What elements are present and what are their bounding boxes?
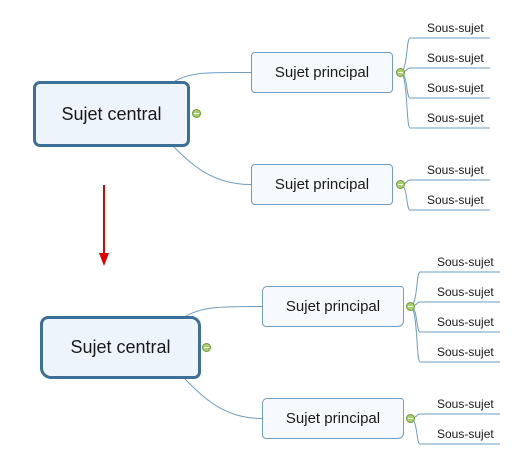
central-topic[interactable]: Sujet central [40, 316, 201, 379]
connector-line [409, 301, 500, 307]
connector-line [399, 179, 490, 185]
collapse-toggle-icon[interactable] [191, 108, 201, 118]
subtopic[interactable]: Sous-sujet [427, 81, 484, 95]
collapse-toggle-icon[interactable] [405, 413, 415, 423]
connector-line [171, 71, 252, 84]
subtopic[interactable]: Sous-sujet [437, 255, 494, 269]
collapse-toggle-icon[interactable] [395, 179, 405, 189]
subtopic[interactable]: Sous-sujet [427, 163, 484, 177]
main-topic[interactable]: Sujet principal [251, 52, 393, 93]
connector-line [182, 376, 263, 419]
collapse-toggle-icon[interactable] [395, 67, 405, 77]
central-topic[interactable]: Sujet central [33, 81, 190, 147]
subtopic[interactable]: Sous-sujet [437, 345, 494, 359]
connector-line [182, 305, 263, 319]
subtopic[interactable]: Sous-sujet [437, 315, 494, 329]
down-arrow-head-icon [99, 253, 109, 266]
subtopic[interactable]: Sous-sujet [437, 397, 494, 411]
connector-line [171, 144, 252, 185]
subtopic[interactable]: Sous-sujet [437, 427, 494, 441]
main-topic[interactable]: Sujet principal [262, 286, 404, 327]
connector-line [399, 67, 490, 73]
collapse-toggle-icon[interactable] [201, 342, 211, 352]
subtopic[interactable]: Sous-sujet [427, 21, 484, 35]
subtopic[interactable]: Sous-sujet [437, 285, 494, 299]
main-topic[interactable]: Sujet principal [251, 164, 393, 205]
collapse-toggle-icon[interactable] [405, 301, 415, 311]
subtopic[interactable]: Sous-sujet [427, 51, 484, 65]
subtopic[interactable]: Sous-sujet [427, 193, 484, 207]
subtopic[interactable]: Sous-sujet [427, 111, 484, 125]
main-topic[interactable]: Sujet principal [262, 398, 404, 439]
connector-line [409, 413, 500, 419]
